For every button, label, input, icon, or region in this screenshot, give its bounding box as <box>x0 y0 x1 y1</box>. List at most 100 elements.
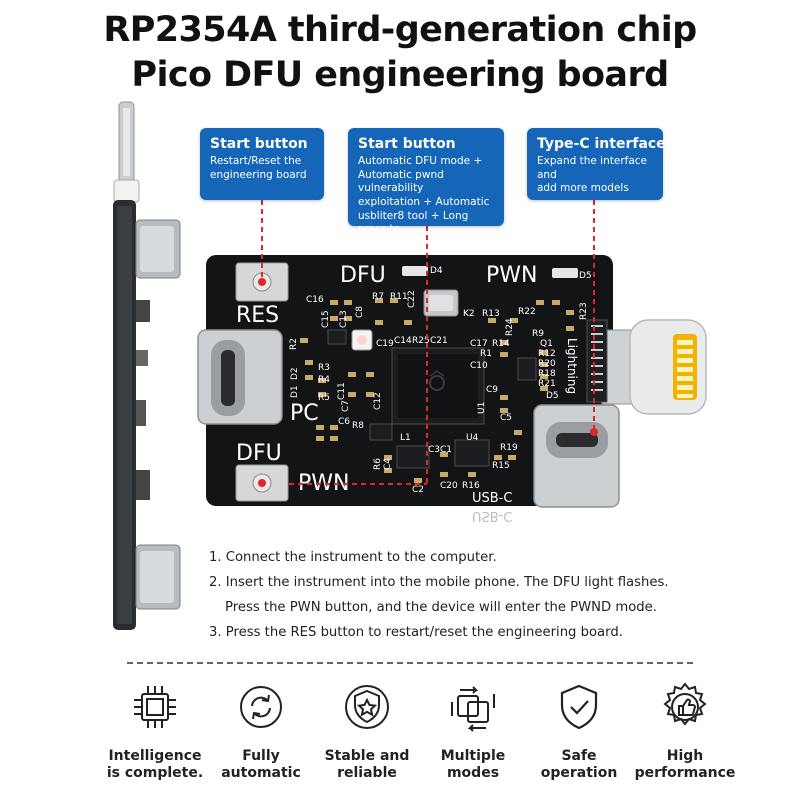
instruction-step-3: 3. Press the RES button to restart/reset… <box>209 625 623 640</box>
feature-performance: High performance <box>630 680 740 782</box>
designator-c5: C5 <box>500 413 512 423</box>
designator-c15: C15 <box>321 310 331 328</box>
designator-u1: U1 <box>477 402 487 414</box>
designator-r25: R25 <box>412 336 430 346</box>
designator-c20: C20 <box>440 481 458 491</box>
callout-body: Expand the interface and add more models <box>537 155 648 195</box>
page-title-line-2: Pico DFU engineering board <box>131 55 669 95</box>
page-title-line-1: RP2354A third-generation chip <box>103 10 697 50</box>
designator-r3: R3 <box>318 363 330 373</box>
layers-arrows-icon <box>451 686 495 732</box>
designator-r22: R22 <box>518 307 536 317</box>
designator-r8: R8 <box>352 421 364 431</box>
callout-heading: Start button <box>210 136 308 152</box>
label-usb-c: USB-C <box>472 491 512 506</box>
callout-leader-lines <box>261 200 595 485</box>
designator-r19: R19 <box>500 443 518 453</box>
designator-r24: R24 <box>505 318 515 336</box>
designator-d5: D5 <box>546 391 559 401</box>
designator-r6: R6 <box>373 458 383 470</box>
feature-label: Intelligence is complete. <box>106 748 204 781</box>
shield-check-icon <box>560 684 598 730</box>
designator-r23: R23 <box>579 302 589 320</box>
feature-label: Stable and reliable <box>324 748 410 781</box>
feature-label: High performance <box>634 748 736 781</box>
feature-automatic: Fully automatic <box>206 680 316 782</box>
board-side-view <box>113 101 181 630</box>
designator-r5: R5 <box>318 393 330 403</box>
feature-multiple-modes: Multiple modes <box>418 680 528 782</box>
dashed-divider <box>127 662 693 664</box>
designator-d2: D2 <box>290 367 300 380</box>
callout-heading: Start button <box>358 136 456 152</box>
callout-res-button: Start button Restart/Reset the engineeri… <box>200 128 324 200</box>
lightning-connector <box>601 319 707 415</box>
rp2354a-chip <box>391 347 485 425</box>
designator-c14: C14 <box>394 336 412 346</box>
instruction-step-2: 2. Insert the instrument into the mobile… <box>209 575 669 590</box>
designator-c22: C22 <box>407 290 417 308</box>
label-pwn-bottom: PWN <box>298 471 349 496</box>
feature-label: Safe operation <box>540 748 618 781</box>
shield-star-icon <box>345 685 389 729</box>
feature-label: Multiple modes <box>440 748 506 781</box>
designator-r16: R16 <box>462 481 480 491</box>
callout-body: Restart/Reset the engineering board <box>210 155 307 181</box>
pcb-board: DFU PWN RES PC DFU PWN USB-C D4 D5 Light… <box>197 255 707 508</box>
designator-r9: R9 <box>532 329 544 339</box>
callout-type-c: Type-C interface Expand the interface an… <box>527 128 666 200</box>
designator-r2: R2 <box>289 338 299 350</box>
designator-c3: C3 <box>428 445 440 455</box>
designator-c12: C12 <box>373 392 383 410</box>
designator-r18: R18 <box>538 369 556 379</box>
designator-c1: C1 <box>440 445 452 455</box>
designator-c7: C7 <box>341 400 351 412</box>
designator-c6: C6 <box>338 417 350 427</box>
label-pc: PC <box>290 401 319 426</box>
designator-k2: K2 <box>463 309 475 319</box>
designator-c4: C4 <box>383 458 393 470</box>
label-pwn-top: PWN <box>486 263 537 288</box>
designator-r13: R13 <box>482 309 500 319</box>
usb-c-port-pc <box>197 329 283 425</box>
designator-r20: R20 <box>538 359 556 369</box>
label-usb-c-reflection: USB-C <box>472 508 512 523</box>
callout-pwn-button: Start button Automatic DFU mode + Automa… <box>348 128 504 249</box>
designator-c13: C13 <box>339 310 349 328</box>
feature-stable: Stable and reliable <box>312 680 422 782</box>
instructions-list: 1. Connect the instrument to the compute… <box>209 545 749 645</box>
designator-u4: U4 <box>466 433 479 443</box>
gear-thumbs-up-icon <box>663 682 707 726</box>
designator-c19: C19 <box>376 339 394 349</box>
designator-r7: R7 <box>372 292 384 302</box>
label-dfu-bottom: DFU <box>236 441 282 466</box>
instruction-step-2-continued: Press the PWN button, and the device wil… <box>225 600 657 615</box>
designator-r11: R11 <box>390 292 408 302</box>
callout-heading: Type-C interface <box>537 136 666 152</box>
instruction-step-1: 1. Connect the instrument to the compute… <box>209 550 497 565</box>
label-res: RES <box>236 303 279 328</box>
callout-body: Automatic DFU mode + Automatic pwnd vuln… <box>358 155 490 249</box>
designator-r12: R12 <box>538 349 556 359</box>
designator-r4: R4 <box>318 375 330 385</box>
designator-r21: R21 <box>538 379 556 389</box>
feature-safe: Safe operation <box>524 680 634 782</box>
designator-r14: R14 <box>492 339 510 349</box>
label-d4: D4 <box>430 266 443 276</box>
label-dfu-top: DFU <box>340 263 386 288</box>
feature-intelligence: Intelligence is complete. <box>100 680 210 782</box>
feature-label: Fully automatic <box>221 748 301 781</box>
label-d5: D5 <box>579 271 592 281</box>
designator-c16: C16 <box>306 295 324 305</box>
designator-r15: R15 <box>492 461 510 471</box>
usb-c-port-phone <box>533 404 620 508</box>
designator-c21: C21 <box>430 336 448 346</box>
designator-d1: D1 <box>290 385 300 398</box>
designator-c8: C8 <box>355 306 365 318</box>
designator-c10: C10 <box>470 361 488 371</box>
designator-c2: C2 <box>412 485 424 495</box>
designator-c17: C17 <box>470 339 488 349</box>
feature-row: Intelligence is complete. Fully automati… <box>100 680 735 790</box>
